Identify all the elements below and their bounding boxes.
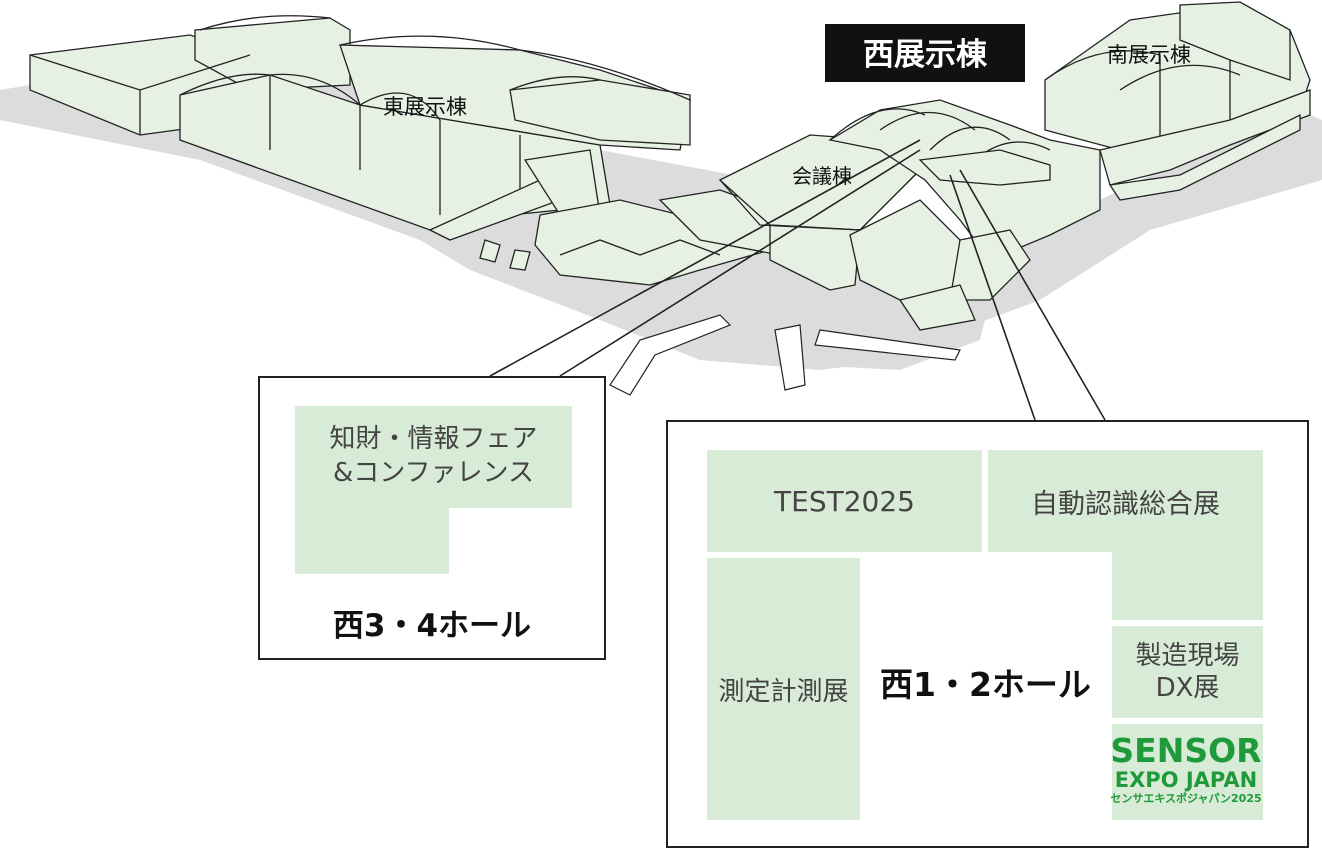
dx-label-line1: 製造現場 xyxy=(1135,641,1240,671)
measurement-label: 測定計測展 xyxy=(718,676,849,707)
east-building xyxy=(29,15,691,231)
west-building-label: 西展示棟 xyxy=(863,37,988,73)
auto-id-label: 自動認識総合展 xyxy=(1031,488,1220,520)
conference-building xyxy=(718,134,961,301)
south-building-label: 南展示棟 xyxy=(1107,43,1191,67)
east-building-label: 東展示棟 xyxy=(383,95,467,119)
west-building-banner xyxy=(825,24,1025,82)
conference-building-label: 会議棟 xyxy=(792,164,852,188)
auto-id-zone: 自動認識総合展 xyxy=(988,450,1263,552)
test2025-label: TEST2025 xyxy=(774,484,915,518)
logo-line1: SENSOR xyxy=(1110,731,1262,770)
logo-line2: EXPO JAPAN xyxy=(1114,768,1258,792)
auto-id-zone-extension xyxy=(1112,550,1263,620)
ip-fair-label: 知財・情報フェア &コンファレンス xyxy=(295,422,572,490)
ip-fair-line1: 知財・情報フェア xyxy=(329,424,538,454)
ip-fair-line2: &コンファレンス xyxy=(333,458,534,488)
west-3-4-hall-box: 知財・情報フェア &コンファレンス 西3・4ホール xyxy=(258,376,606,660)
west-1-2-hall-title: 西1・2ホール xyxy=(880,665,1091,704)
test2025-zone: TEST2025 xyxy=(707,450,982,552)
west-3-4-hall-title: 西3・4ホール xyxy=(332,608,532,644)
sensor-expo-logo: SENSOR EXPO JAPAN センサエキスポジャパン2025 xyxy=(1086,734,1286,806)
plaza-paths xyxy=(609,314,961,396)
ip-fair-zone-lower xyxy=(295,506,449,574)
sensor-expo-zone xyxy=(1112,724,1263,820)
logo-line3: センサエキスポジャパン2025 xyxy=(1110,792,1262,805)
callout-lines xyxy=(489,139,1106,421)
dx-label-line2: DX展 xyxy=(1155,673,1220,703)
south-building xyxy=(1044,1,1311,201)
west-1-2-hall-box: TEST2025 自動認識総合展 測定計測展 製造現場 DX展 西1・2ホール xyxy=(666,420,1309,848)
measurement-zone: 測定計測展 xyxy=(707,558,860,820)
ip-fair-zone xyxy=(295,406,572,508)
walkway xyxy=(428,149,601,271)
dx-zone: 製造現場 DX展 xyxy=(1112,626,1263,718)
